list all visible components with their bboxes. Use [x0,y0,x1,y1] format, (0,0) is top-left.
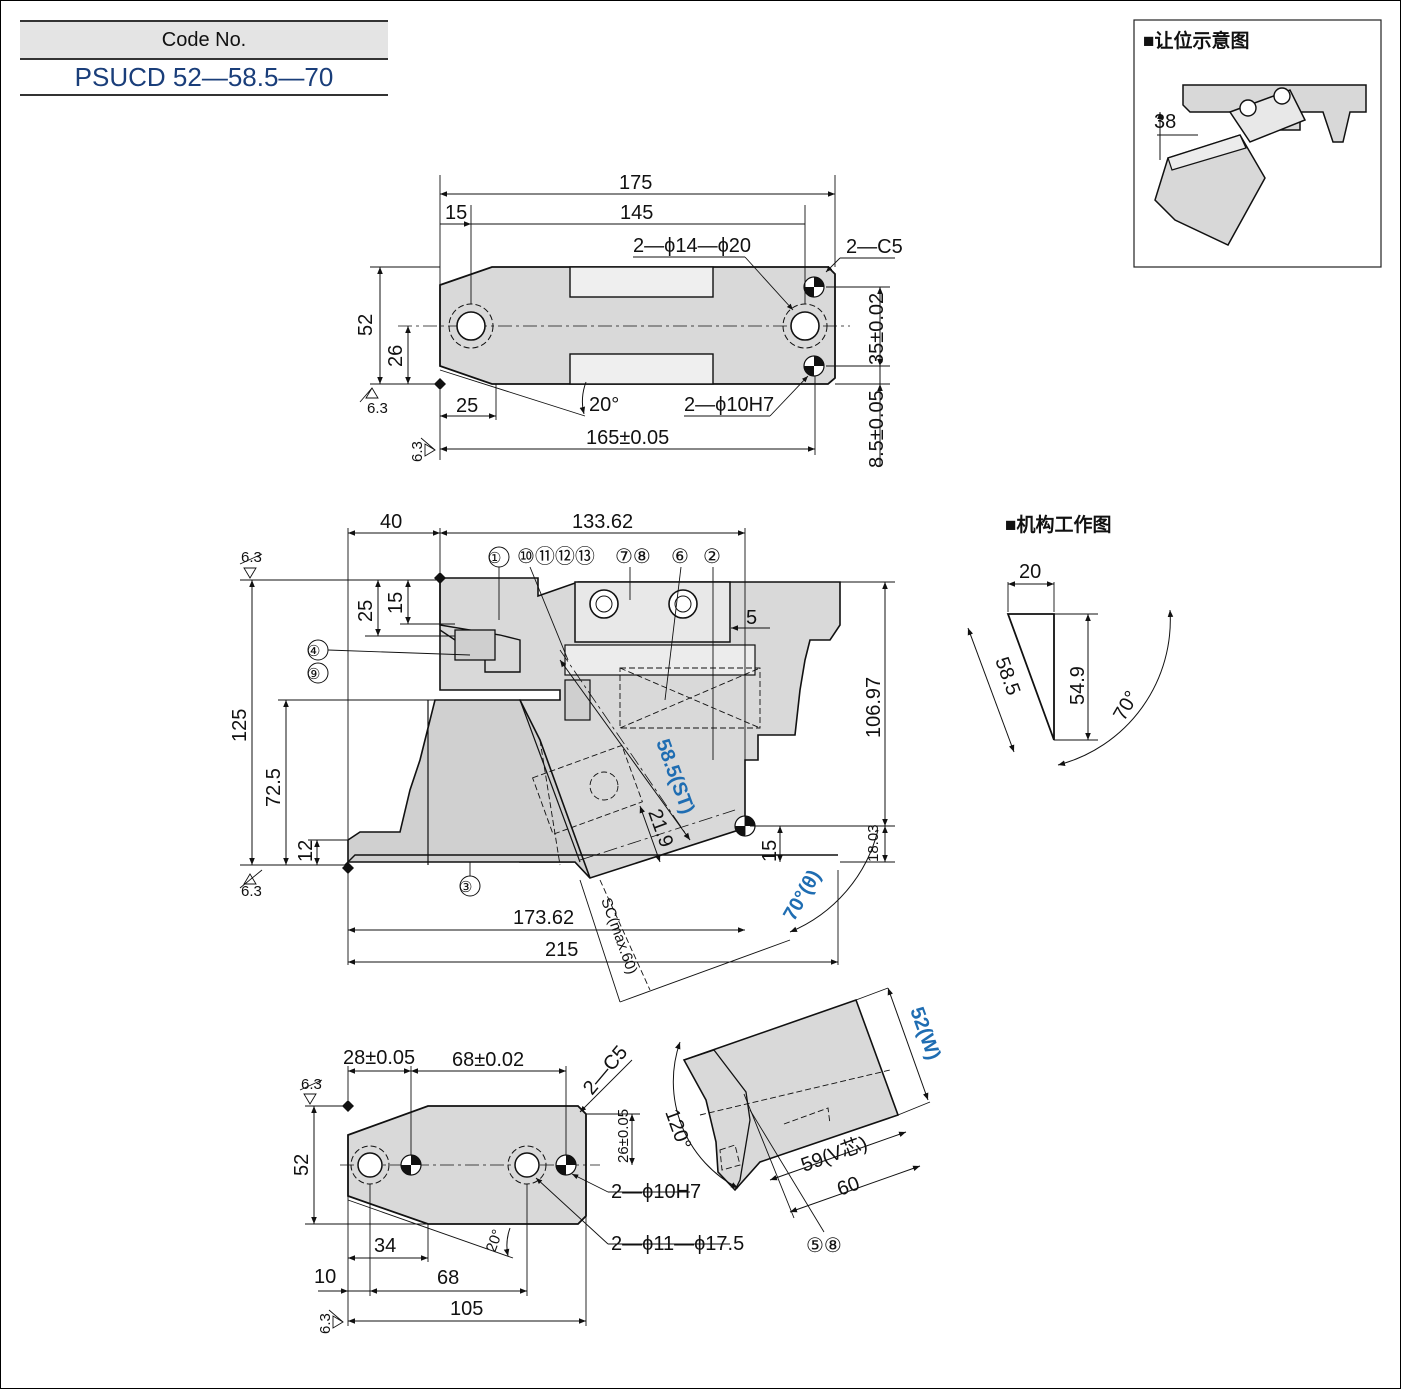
iso-view: 52(W) 120° 59(V芯) 60 ⑤⑧ [660,987,945,1257]
balloon-10-13: ⑩⑪⑫⑬ [517,545,595,568]
top-dim-8-5: 8.5±0.05 [866,390,888,468]
bottom-hole-left [357,1152,383,1178]
clearance-dim-38: 38 [1154,111,1176,133]
bottom-dim-68: 68 [437,1267,459,1289]
front-dim-18-03: 18.03 [865,824,882,862]
front-dim-173-62: 173.62 [513,907,574,929]
bottom-dim-20deg: 20° [483,1227,507,1254]
code-number-header: Code No. [20,20,388,60]
bottom-dim-26: 26±0.05 [615,1109,632,1163]
mechanism-inset-title: ■机构工作图 [1005,513,1111,536]
bottom-dim-105: 105 [450,1298,483,1320]
code-number-value: PSUCD 52—58.5—70 [20,60,388,96]
front-dim-133-62: 133.62 [572,511,633,533]
clearance-inset-title: ■让位示意图 [1143,29,1249,52]
top-rough-left: 6.3 [367,400,388,417]
mechanism-angle-70: 70° [1109,687,1143,724]
balloon-2: ② [703,546,721,568]
front-sc-max: SC(max.60) [597,896,640,977]
top-dim-165: 165±0.05 [586,427,669,449]
bottom-rough-top: 6.3 [301,1076,322,1093]
iso-cam-wedge [682,998,900,1192]
bottom-view: 28±0.05 68±0.02 2—C5 52 6.3 26±0.05 2—ϕ1… [291,1042,744,1334]
bottom-hole-right [514,1152,540,1178]
iso-balloon-5-8: ⑤⑧ [806,1235,842,1257]
top-dim-26: 26 [385,345,407,367]
iso-angle-120: 120° [660,1106,695,1152]
front-dim-15-right: 15 [759,840,781,862]
bottom-dim-34: 34 [374,1235,396,1257]
front-dim-215: 215 [545,939,578,961]
bottom-chamfer: 2—C5 [579,1042,632,1100]
clearance-inset: ■让位示意图 38 [1133,19,1382,268]
mechanism-dim-20: 20 [1019,561,1041,583]
top-hole-right [790,311,820,341]
front-dim-15: 15 [385,592,407,614]
front-dim-72-5: 72.5 [263,768,285,807]
top-dim-52: 52 [355,314,377,336]
code-number-box: Code No. PSUCD 52—58.5—70 [20,20,388,96]
front-dim-40: 40 [380,511,402,533]
cam-driver-base [347,699,591,879]
front-dim-5: 5 [746,607,757,629]
bottom-rough-bottom: 6.3 [317,1313,334,1334]
front-view: 40 133.62 ① ⑩⑪⑫⑬ ⑦⑧ ⑥ ② 25 15 5 ④ ⑨ [229,511,895,1003]
front-fixing-block [454,629,496,661]
top-dim-35: 35±0.02 [866,293,888,365]
mechanism-inset: ■机构工作图 20 58.5 54.9 70° [967,513,1174,766]
bottom-hole-callout: 2—ϕ11—ϕ17.5 [611,1233,744,1255]
bottom-pin-callout: 2—ϕ10H7 [611,1181,701,1203]
front-dim-25: 25 [355,600,377,622]
top-dim-15: 15 [445,202,467,224]
mechanism-triangle [1006,613,1055,741]
top-dim-20deg: 20° [589,394,619,416]
balloon-6: ⑥ [671,546,689,568]
balloon-4: ④ [307,643,320,660]
bottom-dim-28: 28±0.05 [343,1047,415,1069]
balloon-9: ⑨ [307,666,320,683]
bottom-dim-68-top: 68±0.02 [452,1049,524,1071]
bottom-dim-10: 10 [314,1266,336,1288]
top-hole-left [456,311,486,341]
top-dim-145: 145 [620,202,653,224]
top-hole-callout: 2—ϕ14—ϕ20 [633,235,751,257]
top-view: 175 15 145 2—ϕ14—ϕ20 2—C5 52 26 6.3 35±0… [355,172,903,468]
front-dim-125: 125 [229,709,251,742]
mechanism-dim-58-5: 58.5 [990,654,1024,698]
balloon-7-8: ⑦⑧ [615,546,651,568]
top-pin-callout: 2—ϕ10H7 [684,394,774,416]
top-rough-bottom: 6.3 [409,441,426,462]
top-dim-25: 25 [456,395,478,417]
top-chamfer: 2—C5 [846,236,903,258]
front-rough-top: 6.3 [241,549,262,566]
front-rough-bottom: 6.3 [241,883,262,900]
mechanism-dim-54-9: 54.9 [1067,666,1089,705]
front-dim-12: 12 [295,840,317,862]
front-dim-106-97: 106.97 [863,677,885,738]
top-dim-175: 175 [619,172,652,194]
bottom-dim-52: 52 [291,1154,313,1176]
balloon-1: ① [488,550,501,567]
balloon-3: ③ [459,879,472,896]
iso-dim-60: 60 [834,1172,862,1200]
